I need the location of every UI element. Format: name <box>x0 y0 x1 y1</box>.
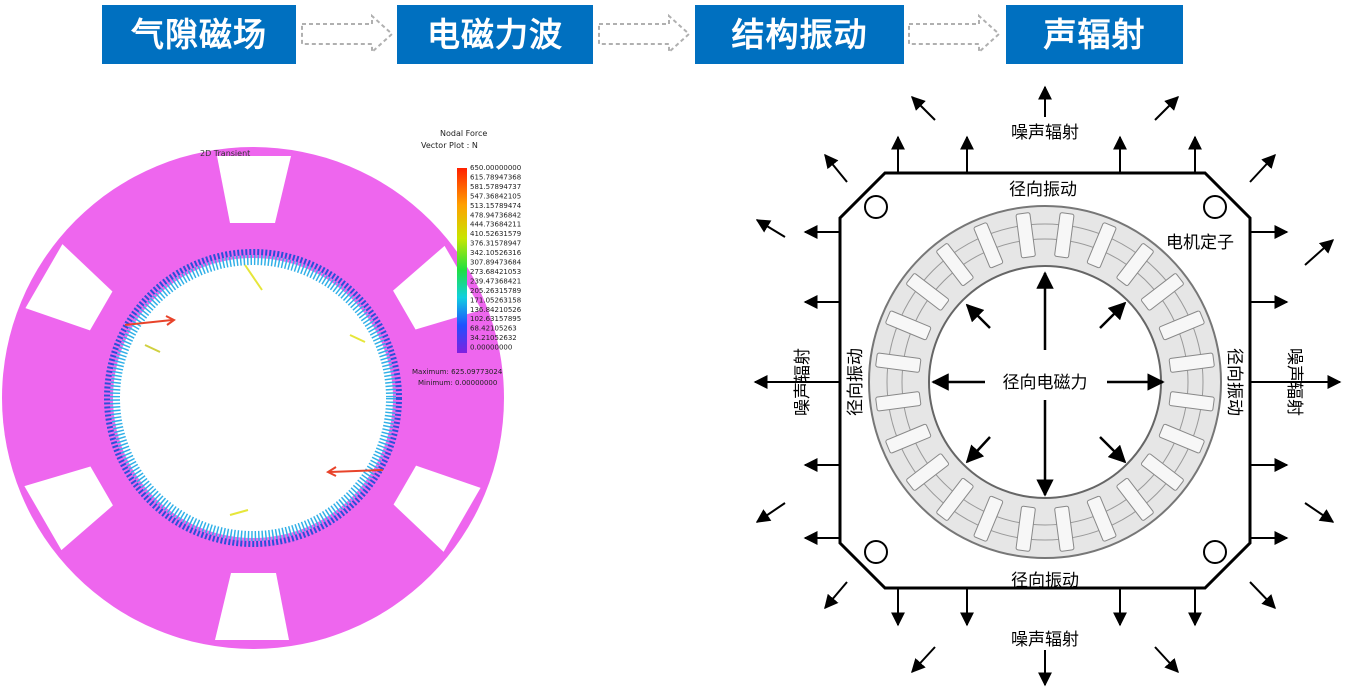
stator-slot <box>1086 495 1117 542</box>
label-vibration-bottom: 径向振动 <box>1011 571 1079 591</box>
flow-arrow-1 <box>301 14 394 54</box>
label-noise-bottom: 噪声辐射 <box>1011 630 1079 650</box>
legend-value: 342.10526316 <box>470 249 522 257</box>
label-vibration-right: 径向振动 <box>1224 348 1244 416</box>
label-vibration-top: 径向振动 <box>1009 180 1077 200</box>
svg-text:Minimum: 0.00000000: Minimum: 0.00000000 <box>418 379 497 387</box>
svg-text:Maximum: 625.09773024: Maximum: 625.09773024 <box>412 368 503 376</box>
legend-value: 239.47368421 <box>470 277 521 285</box>
legend-value: 650.00000000 <box>470 164 521 172</box>
legend-value: 581.57894737 <box>470 183 521 191</box>
stator-slot <box>1141 273 1184 311</box>
plot-header: 2D Transient <box>200 149 250 158</box>
stator-slot <box>1116 478 1154 521</box>
stator-slot <box>906 273 949 311</box>
legend-value: 410.52631579 <box>470 230 521 238</box>
stator-slot <box>875 352 922 373</box>
legend-value: 273.68421053 <box>470 268 521 276</box>
flow-arrow-2 <box>598 14 691 54</box>
stator-cross-section <box>2 147 504 649</box>
flow-step-air-gap-field: 气隙磁场 <box>102 5 296 64</box>
legend-value: 478.94736842 <box>470 211 521 219</box>
label-noise-right: 噪声辐射 <box>1284 348 1304 416</box>
radiation-arrows <box>753 85 1342 687</box>
flow-step-acoustic-radiation: 声辐射 <box>1006 5 1183 64</box>
stator-slot <box>906 453 949 491</box>
legend-value: 547.36842105 <box>470 192 521 200</box>
legend-value: 34.21052632 <box>470 334 517 342</box>
label-noise-left: 噪声辐射 <box>793 348 813 416</box>
stator-slot <box>973 495 1004 542</box>
flow-step-structural-vibration: 结构振动 <box>695 5 904 64</box>
stator-slot <box>1116 243 1154 286</box>
legend-value: 615.78947368 <box>470 173 521 181</box>
flow-step-electromagnetic-force-wave: 电磁力波 <box>397 5 593 64</box>
legend-value: 0.00000000 <box>470 344 512 352</box>
stator-slot <box>973 222 1004 269</box>
stator-slot <box>1054 212 1075 259</box>
stator-slot <box>875 391 922 412</box>
stator-slot <box>1141 453 1184 491</box>
stator-slot <box>1158 310 1205 341</box>
stator-slot <box>885 423 932 454</box>
legend-value: 307.89473684 <box>470 259 522 267</box>
legend-value: 513.15789474 <box>470 202 522 210</box>
stator-slot <box>1168 352 1215 373</box>
stator-slot <box>936 478 974 521</box>
label-stator: 电机定子 <box>1166 233 1234 253</box>
stator-slot <box>1015 505 1036 552</box>
legend-value: 102.63157895 <box>470 315 521 323</box>
vibration-noise-diagram: 噪声辐射 噪声辐射 径向振动 径向振动 电机定子 径向电磁力 噪声辐射 径向振动… <box>753 85 1342 687</box>
flow-arrow-3 <box>908 14 1001 54</box>
legend-value: 376.31578947 <box>470 240 521 248</box>
svg-text:Nodal Force: Nodal Force <box>440 129 487 138</box>
svg-text:Vector Plot : N: Vector Plot : N <box>421 141 478 150</box>
legend-value: 136.84210526 <box>470 306 522 314</box>
legend-value: 205.26315789 <box>470 287 521 295</box>
stator-slot <box>885 310 932 341</box>
legend-value: 444.73684211 <box>470 221 521 229</box>
stator-slot <box>1015 212 1036 259</box>
label-center-force: 径向电磁力 <box>1003 373 1088 393</box>
electromagnetic-force-arrows <box>931 271 1165 497</box>
legend-value: 171.05263158 <box>470 296 521 304</box>
fem-force-plot: 2D Transient Nodal Force Vector Plot : N… <box>2 129 522 649</box>
label-noise-top: 噪声辐射 <box>1011 123 1079 143</box>
force-legend: Nodal Force Vector Plot : N 650.00000000… <box>412 129 522 387</box>
stator-slot <box>1168 391 1215 412</box>
label-vibration-left: 径向振动 <box>846 348 866 416</box>
stator-slot <box>936 243 974 286</box>
legend-value: 68.42105263 <box>470 325 517 333</box>
stator-slot <box>1158 423 1205 454</box>
stator-slot <box>1054 505 1075 552</box>
stator-slot <box>1086 222 1117 269</box>
force-vectors <box>124 264 384 516</box>
